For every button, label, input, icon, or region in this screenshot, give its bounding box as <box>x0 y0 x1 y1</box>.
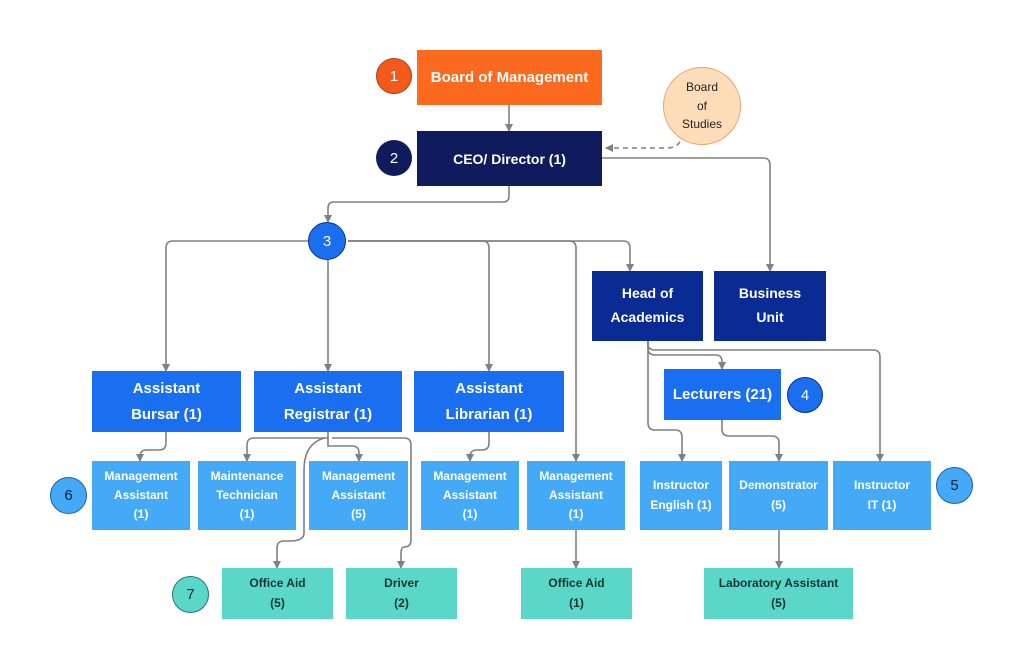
link-registrar-mgmt <box>327 438 363 462</box>
level-badge-6: 6 <box>50 477 87 514</box>
office-aid-registrar-box[interactable]: Office Aid (5) <box>222 568 333 619</box>
link-ceo-hub <box>324 186 510 223</box>
link-studies-ceo <box>605 132 683 152</box>
link-head-it <box>647 341 884 462</box>
management-assistant-librarian-box[interactable]: Management Assistant (1) <box>421 461 519 530</box>
assistant-registrar-box[interactable]: Assistant Registrar (1) <box>254 371 402 432</box>
demonstrator-box[interactable]: Demonstrator (5) <box>729 461 828 530</box>
link-bursar-mgmt <box>136 432 167 462</box>
instructor-it-box[interactable]: Instructor IT (1) <box>833 461 931 530</box>
level-badge-1: 1 <box>376 58 412 94</box>
instructor-english-box[interactable]: Instructor English (1) <box>640 461 722 530</box>
laboratory-assistant-box[interactable]: Laboratory Assistant (5) <box>704 568 853 619</box>
link-librarian-mgmt <box>466 432 490 462</box>
management-assistant-registrar-box[interactable]: Management Assistant (5) <box>309 461 408 530</box>
ceo-director-box[interactable]: CEO/ Director (1) <box>417 131 602 186</box>
business-unit-box[interactable]: Business Unit <box>714 271 826 341</box>
link-ceo-business <box>602 157 774 272</box>
level-badge-7: 7 <box>172 576 209 613</box>
assistant-bursar-box[interactable]: Assistant Bursar (1) <box>92 371 241 432</box>
office-aid-general-box[interactable]: Office Aid (1) <box>521 568 632 619</box>
level-badge-5: 5 <box>936 467 973 504</box>
assistant-librarian-box[interactable]: Assistant Librarian (1) <box>414 371 564 432</box>
link-hub-head <box>348 240 634 272</box>
level-badge-3: 3 <box>308 222 346 260</box>
management-assistant-general-box[interactable]: Management Assistant (1) <box>527 461 625 530</box>
link-registrar-officeaid <box>273 437 325 569</box>
management-assistant-bursar-box[interactable]: Management Assistant (1) <box>92 461 190 530</box>
level-badge-2: 2 <box>376 140 412 176</box>
maintenance-technician-box[interactable]: Maintenance Technician (1) <box>198 461 296 530</box>
board-of-studies-circle[interactable]: Board of Studies <box>663 67 741 145</box>
link-registrar-driver <box>332 437 412 569</box>
board-of-management-box[interactable]: Board of Management <box>417 50 602 105</box>
head-of-academics-box[interactable]: Head of Academics <box>592 271 703 341</box>
lecturers-box[interactable]: Lecturers (21) <box>664 369 781 420</box>
link-head-english <box>647 341 686 462</box>
link-registrar-maint <box>243 432 329 462</box>
link-hub-librarian <box>348 240 493 372</box>
link-head-lecturers <box>647 341 726 370</box>
driver-box[interactable]: Driver (2) <box>346 568 457 619</box>
link-lecturers-demonstrator <box>721 420 783 462</box>
level-badge-4: 4 <box>787 377 823 413</box>
link-hub-bursar <box>162 240 308 372</box>
